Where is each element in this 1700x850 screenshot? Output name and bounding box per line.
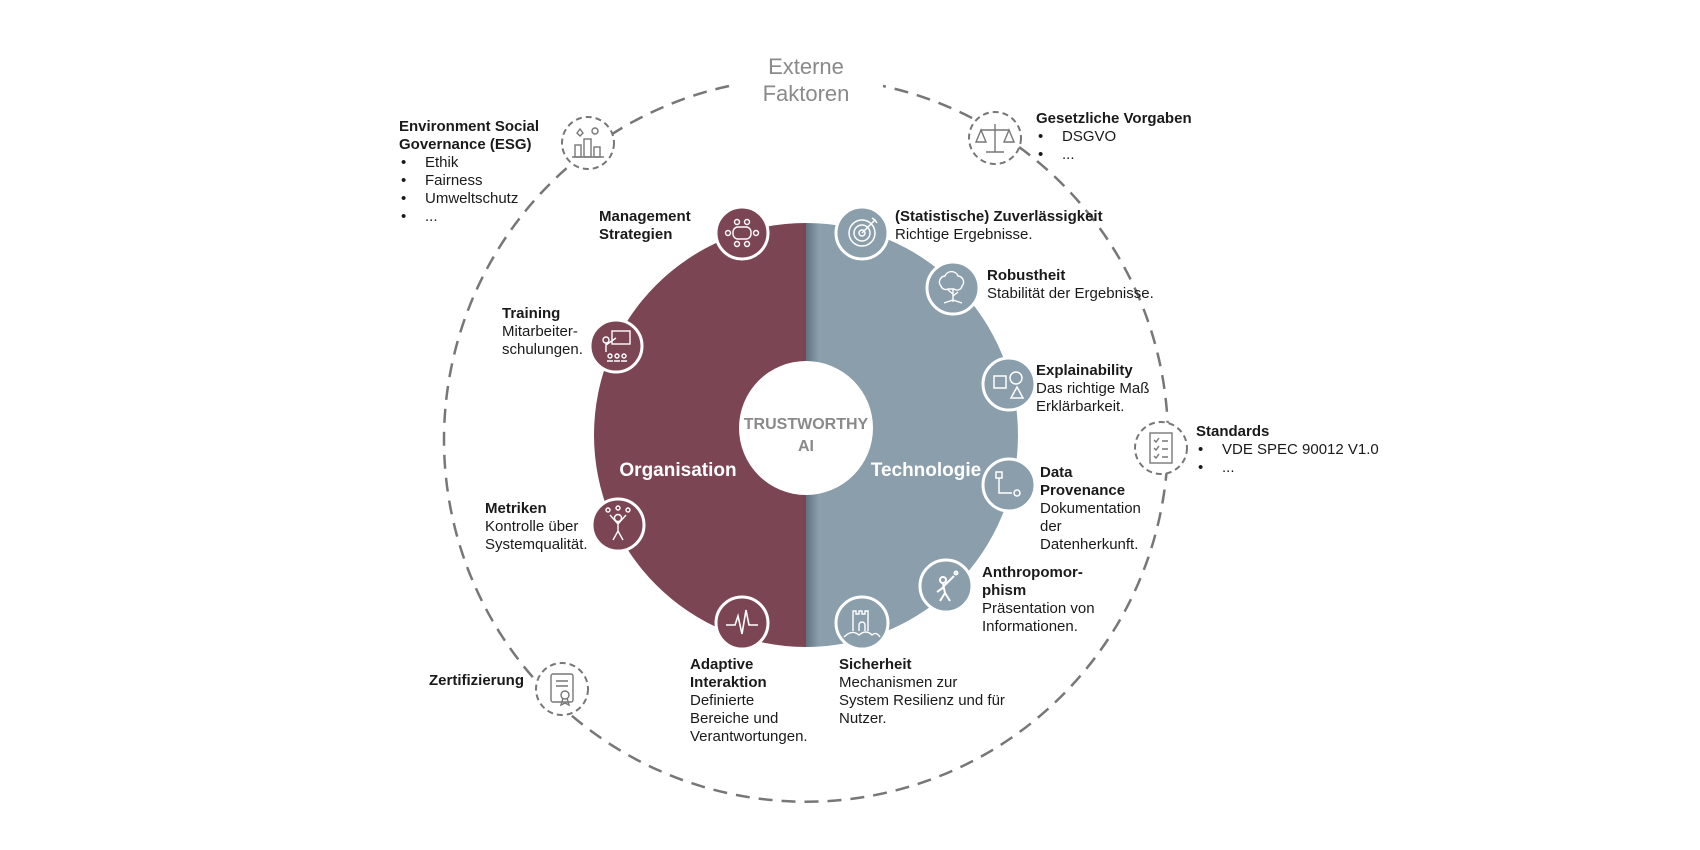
legal-label: Gesetzliche Vorgaben DSGVO ...	[1036, 110, 1192, 164]
provenance-desc: Dokumentation der Datenherkunft.	[1040, 500, 1141, 553]
explainability-label: Explainability Das richtige Maß Erklärba…	[1036, 362, 1149, 416]
standards-title: Standards	[1196, 423, 1270, 440]
legal-bullet-2: ...	[1036, 146, 1192, 164]
adaptive-title: Adaptive Interaktion	[690, 656, 767, 691]
sicherheit-label: Sicherheit Mechanismen zur System Resili…	[839, 656, 1005, 728]
presentation-icon	[588, 318, 644, 374]
scales-icon	[968, 111, 1022, 165]
training-label: Training Mitarbeiter- schulungen.	[502, 305, 583, 359]
robustheit-desc: Stabilität der Ergebnisse.	[987, 285, 1154, 302]
esg-label: Environment Social Governance (ESG) Ethi…	[399, 118, 539, 226]
legal-bullet-1: DSGVO	[1036, 128, 1192, 146]
organisation-label: Organisation	[619, 460, 736, 481]
zuverlaessigkeit-desc: Richtige Ergebnisse.	[895, 226, 1033, 243]
flow-icon	[981, 457, 1037, 513]
technologie-label: Technologie	[871, 460, 981, 481]
external-factors-title-line2: Faktoren	[763, 81, 850, 106]
zuverlaessigkeit-title: (Statistische) Zuverlässigkeit	[895, 208, 1103, 225]
anthropomorphism-desc: Präsentation von Informationen.	[982, 600, 1095, 635]
esg-bullet-2: Fairness	[399, 172, 539, 190]
management-label: Management Strategien	[599, 208, 691, 244]
esg-icon	[561, 116, 615, 170]
esg-title: Environment Social Governance (ESG)	[399, 118, 540, 153]
person-reaching-icon	[918, 558, 974, 614]
adaptive-desc: Definierte Bereiche und Verantwortungen.	[690, 692, 808, 745]
anthropomorphism-label: Anthropomor- phism Präsentation von Info…	[982, 564, 1095, 636]
standards-label: Standards VDE SPEC 90012 V1.0 ...	[1196, 423, 1379, 477]
castle-icon	[834, 595, 890, 651]
legal-bullets: DSGVO ...	[1036, 128, 1192, 164]
tree-icon	[925, 260, 981, 316]
external-factors-title-line1: Externe	[768, 54, 844, 79]
external-factors-ring	[442, 84, 1170, 803]
target-icon	[834, 205, 890, 261]
standards-bullets: VDE SPEC 90012 V1.0 ...	[1196, 441, 1379, 477]
esg-bullets: Ethik Fairness Umweltschutz ...	[399, 154, 539, 226]
robustheit-label: Robustheit Stabilität der Ergebnisse.	[987, 267, 1154, 303]
meeting-table-icon	[714, 205, 770, 261]
center-circle	[739, 361, 873, 495]
explainability-title: Explainability	[1036, 362, 1133, 379]
adaptive-label: Adaptive Interaktion Definierte Bereiche…	[690, 656, 808, 746]
certification-label: Zertifizierung	[429, 672, 524, 690]
shapes-icon	[981, 356, 1037, 412]
zuverlaessigkeit-label: (Statistische) Zuverlässigkeit Richtige …	[895, 208, 1103, 244]
metriken-label: Metriken Kontrolle über Systemqualität.	[485, 500, 588, 554]
training-desc: Mitarbeiter- schulungen.	[502, 323, 583, 358]
certification-title: Zertifizierung	[429, 672, 525, 689]
organisation-half	[594, 223, 806, 647]
technologie-half	[806, 223, 1018, 647]
certificate-icon	[535, 662, 589, 716]
center-title-line1: TRUSTWORTHY	[744, 416, 869, 433]
anthropomorphism-title: Anthropomor- phism	[982, 564, 1083, 599]
sicherheit-title: Sicherheit	[839, 656, 912, 673]
robustheit-title: Robustheit	[987, 267, 1066, 284]
esg-bullet-1: Ethik	[399, 154, 539, 172]
checklist-icon	[1134, 421, 1188, 475]
provenance-label: Data Provenance Dokumentation der Datenh…	[1040, 464, 1141, 554]
juggler-icon	[590, 497, 646, 553]
esg-bullet-4: ...	[399, 208, 539, 226]
pulse-icon	[714, 595, 770, 651]
legal-title: Gesetzliche Vorgaben	[1036, 110, 1192, 127]
metriken-title: Metriken	[485, 500, 547, 517]
training-title: Training	[502, 305, 561, 322]
explainability-desc: Das richtige Maß Erklärbarkeit.	[1036, 380, 1150, 415]
esg-bullet-3: Umweltschutz	[399, 190, 539, 208]
metriken-desc: Kontrolle über Systemqualität.	[485, 518, 588, 553]
standards-bullet-1: VDE SPEC 90012 V1.0	[1196, 441, 1379, 459]
management-title: Management Strategien	[599, 208, 691, 243]
standards-bullet-2: ...	[1196, 459, 1379, 477]
center-title-line2: AI	[798, 438, 814, 455]
sicherheit-desc: Mechanismen zur System Resilienz und für…	[839, 674, 1005, 727]
provenance-title: Data Provenance	[1040, 464, 1126, 499]
